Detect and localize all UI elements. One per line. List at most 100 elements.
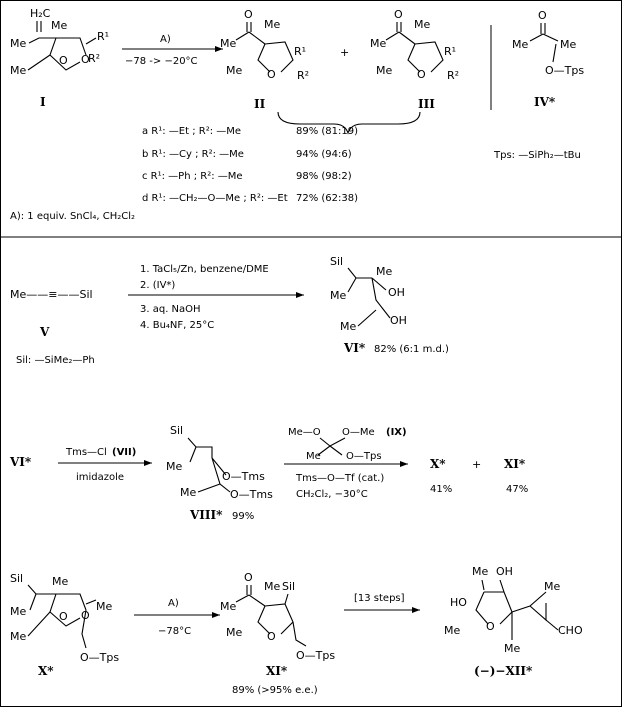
compound-IV-label: IV* bbox=[534, 95, 556, 109]
svg-text:Me: Me bbox=[220, 37, 236, 50]
compound-VI-label: VI* bbox=[343, 341, 366, 355]
svg-text:OH: OH bbox=[496, 565, 513, 578]
svg-text:Me: Me bbox=[264, 18, 280, 31]
svg-text:O: O bbox=[267, 630, 276, 643]
arrow-tms-cl: Tms—Cl (VII) imidazole bbox=[58, 447, 152, 483]
svg-text:R²: R² bbox=[88, 52, 100, 65]
plus-sign: + bbox=[340, 46, 349, 59]
compound-VI-structure: Sil Me Me OH Me OH bbox=[330, 255, 407, 333]
svg-text:(VII): (VII) bbox=[112, 447, 136, 458]
compound-V-label: V bbox=[39, 325, 50, 339]
svg-text:Sil: Sil bbox=[170, 424, 183, 437]
yield-a: 89% (81:19) bbox=[296, 126, 358, 137]
svg-text:Me: Me bbox=[340, 320, 356, 333]
substituent-c: c R¹: —Ph ; R²: —Me bbox=[142, 171, 243, 182]
svg-text:OH: OH bbox=[390, 314, 407, 327]
compound-I-structure: H₂C Me Me O O Me R¹ R² bbox=[10, 7, 109, 77]
svg-text:(IX): (IX) bbox=[386, 427, 407, 438]
svg-text:Me: Me bbox=[512, 38, 528, 51]
substituent-b: b R¹: —Cy ; R²: —Me bbox=[142, 149, 244, 160]
compound-I-label: I bbox=[40, 95, 46, 109]
compound-X-structure: Sil Me Me O O Me Me O—Tps bbox=[10, 572, 119, 664]
svg-text:R²: R² bbox=[297, 69, 309, 82]
svg-text:A): A) bbox=[168, 598, 179, 609]
svg-text:Sil: Sil bbox=[330, 255, 343, 268]
yield-X: 41% bbox=[430, 484, 452, 495]
svg-text:−78 -> −20°C: −78 -> −20°C bbox=[125, 56, 198, 67]
svg-text:A): A) bbox=[160, 34, 171, 45]
svg-text:imidazole: imidazole bbox=[76, 472, 124, 483]
compound-III-structure: O Me Me O R¹ R² Me bbox=[370, 8, 459, 82]
svg-text:Me: Me bbox=[306, 451, 321, 462]
svg-text:OH: OH bbox=[388, 286, 405, 299]
svg-text:Me: Me bbox=[10, 605, 26, 618]
reagent-IX-structure: Me—O O—Me Me O—Tps (IX) bbox=[288, 427, 407, 462]
product-X-label: X* bbox=[430, 457, 446, 471]
svg-text:Me: Me bbox=[376, 265, 392, 278]
svg-text:−78°C: −78°C bbox=[158, 626, 191, 637]
substituent-table: a R¹: —Et ; R²: —Me 89% (81:19) b R¹: —C… bbox=[142, 126, 358, 204]
compound-XI-structure: O Me Me Sil O Me O—Tps bbox=[220, 571, 335, 662]
svg-text:Me: Me bbox=[414, 18, 430, 31]
svg-text:O: O bbox=[244, 8, 253, 21]
svg-text:R¹: R¹ bbox=[444, 45, 456, 58]
svg-text:O: O bbox=[244, 571, 253, 584]
svg-text:Sil: Sil bbox=[282, 580, 295, 593]
svg-text:O—Tps: O—Tps bbox=[346, 451, 382, 462]
sil-definition: Sil: —SiMe₂—Ph bbox=[16, 355, 95, 366]
svg-text:Me: Me bbox=[226, 64, 242, 77]
svg-text:Me: Me bbox=[96, 600, 112, 613]
svg-text:O—Tps: O—Tps bbox=[296, 649, 335, 662]
svg-text:Me: Me bbox=[330, 289, 346, 302]
compound-XII-structure: Me OH HO O Me Me CHO Me bbox=[444, 565, 583, 655]
compound-III-label: III bbox=[418, 97, 435, 111]
svg-text:Me: Me bbox=[264, 580, 280, 593]
product-XI-label: XI* bbox=[504, 457, 526, 471]
svg-text:Me: Me bbox=[444, 624, 460, 637]
svg-text:O—Tps: O—Tps bbox=[545, 64, 584, 77]
yield-b: 94% (94:6) bbox=[296, 149, 352, 160]
substituent-d: d R¹: —CH₂—O—Me ; R²: —Et bbox=[142, 193, 288, 204]
svg-text:Me: Me bbox=[504, 642, 520, 655]
step-2: 2. (IV*) bbox=[140, 280, 175, 291]
svg-text:O—Me: O—Me bbox=[342, 427, 375, 438]
svg-text:O: O bbox=[267, 68, 276, 81]
compound-XII-label: (−)−XII* bbox=[474, 664, 533, 678]
svg-text:Me: Me bbox=[560, 38, 576, 51]
yield-d: 72% (62:38) bbox=[296, 193, 358, 204]
svg-text:Me: Me bbox=[180, 486, 196, 499]
svg-text:Me: Me bbox=[10, 630, 26, 643]
svg-text:Me: Me bbox=[52, 575, 68, 588]
yield-VIII: 99% bbox=[232, 511, 254, 522]
svg-text:O: O bbox=[59, 54, 68, 67]
svg-text:O: O bbox=[486, 620, 495, 633]
compound-X-label-2: X* bbox=[38, 664, 54, 678]
svg-text:O—Tms: O—Tms bbox=[222, 470, 265, 483]
svg-text:Me: Me bbox=[10, 64, 26, 77]
arrow-A-section1: A) −78 -> −20°C bbox=[122, 34, 223, 67]
svg-text:R¹: R¹ bbox=[97, 30, 109, 43]
alkyne-start: Me——≡——Sil bbox=[10, 288, 93, 301]
svg-text:H₂C: H₂C bbox=[30, 7, 51, 20]
svg-text:Me: Me bbox=[226, 626, 242, 639]
svg-text:CH₂Cl₂, −30°C: CH₂Cl₂, −30°C bbox=[296, 489, 368, 500]
arrow-IX: Tms—O—Tf (cat.) CH₂Cl₂, −30°C bbox=[284, 461, 408, 500]
svg-text:R¹: R¹ bbox=[294, 45, 306, 58]
reagent-footnote: A): 1 equiv. SnCl₄, CH₂Cl₂ bbox=[10, 211, 135, 222]
svg-text:Tms—O—Tf (cat.): Tms—O—Tf (cat.) bbox=[295, 473, 384, 484]
svg-text:Me: Me bbox=[166, 460, 182, 473]
step-3: 3. aq. NaOH bbox=[140, 304, 201, 315]
arrow-13-steps: [13 steps] bbox=[344, 593, 420, 613]
svg-text:Me—O: Me—O bbox=[288, 427, 321, 438]
svg-text:Me: Me bbox=[10, 37, 26, 50]
step-1: 1. TaCl₅/Zn, benzene/DME bbox=[140, 264, 269, 275]
svg-text:HO: HO bbox=[450, 596, 467, 609]
start-VI-label: VI* bbox=[9, 455, 32, 469]
yield-c: 98% (98:2) bbox=[296, 171, 352, 182]
svg-text:Me: Me bbox=[376, 64, 392, 77]
yield-VI: 82% (6:1 m.d.) bbox=[374, 344, 449, 355]
compound-XI-label-2: XI* bbox=[266, 664, 288, 678]
yield-XI: 47% bbox=[506, 484, 528, 495]
svg-text:Me: Me bbox=[544, 580, 560, 593]
tps-definition: Tps: —SiPh₂—tBu bbox=[493, 150, 581, 161]
